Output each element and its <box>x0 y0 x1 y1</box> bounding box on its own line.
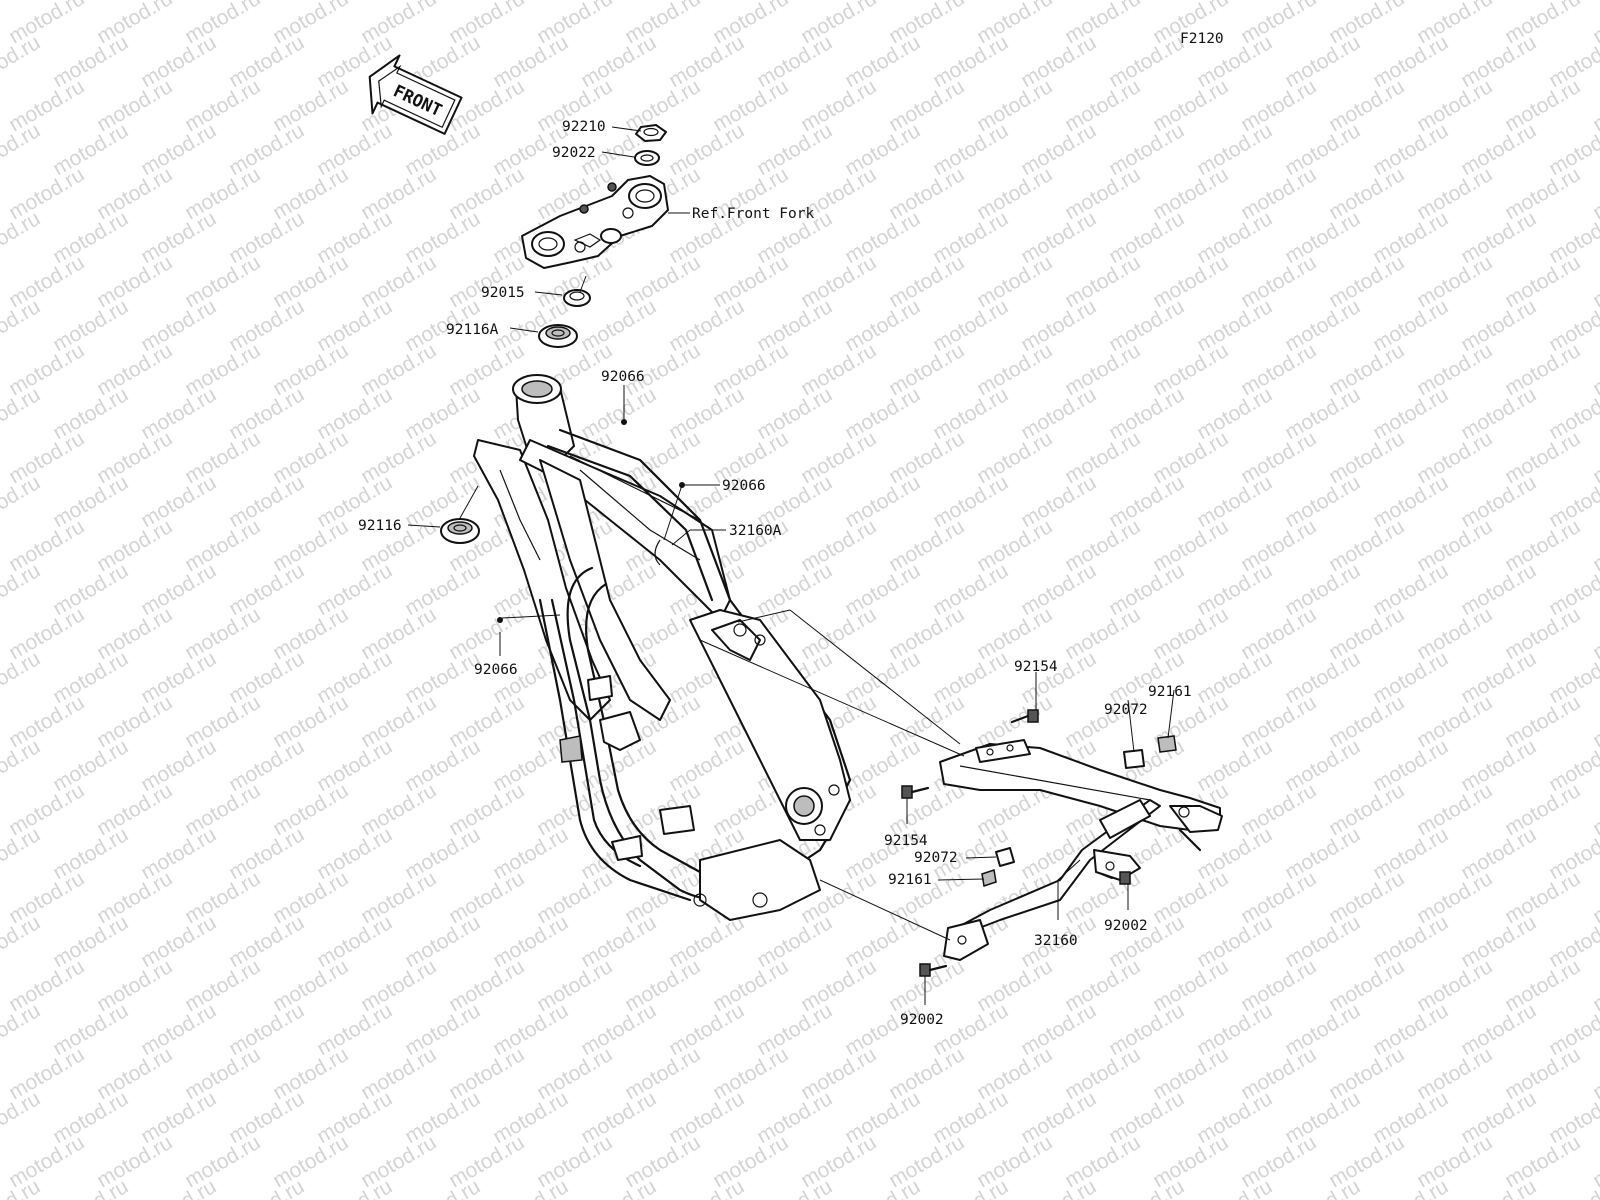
watermark-text: motod.ru <box>0 295 44 356</box>
watermark-text: motod.ru <box>1589 779 1600 840</box>
upper-bearing <box>538 324 578 348</box>
label-ref-front-fork: Ref.Front Fork <box>692 206 814 222</box>
watermark-text: motod.ru <box>1589 515 1600 576</box>
watermark-text: motod.ru <box>929 1175 1012 1200</box>
watermark-text: motod.ru <box>1589 427 1600 488</box>
label-92154-bottom: 92154 <box>884 833 928 849</box>
watermark-text: motod.ru <box>1281 1175 1364 1200</box>
watermark-text: motod.ru <box>1105 1175 1188 1200</box>
bolt-92154-bottom <box>901 785 930 799</box>
washer <box>634 150 660 166</box>
label-32160A: 32160A <box>729 523 782 539</box>
watermark-text: motod.ru <box>0 823 44 884</box>
label-92161-bottom: 92161 <box>888 872 932 888</box>
label-92072-bottom: 92072 <box>914 850 958 866</box>
steering-stem-nut <box>635 124 667 142</box>
main-frame <box>473 374 852 921</box>
part-labels: 92210 92022 Ref.Front Fork 92015 92116A … <box>358 119 1192 1028</box>
watermark-text: motod.ru <box>1589 691 1600 752</box>
watermark-text: motod.ru <box>753 1175 836 1200</box>
watermark-text: motod.ru <box>0 383 44 444</box>
label-32160: 32160 <box>1034 933 1078 949</box>
watermark-text: motod.ru <box>489 1175 572 1200</box>
label-92002-right: 92002 <box>1104 918 1148 934</box>
label-92015: 92015 <box>481 285 525 301</box>
stem-nut <box>563 289 591 307</box>
watermark-text: motod.ru <box>0 999 44 1060</box>
label-92066-top: 92066 <box>601 369 645 385</box>
watermark-text: motod.ru <box>1457 1175 1540 1200</box>
watermark-text: motod.ru <box>0 647 44 708</box>
label-92116A: 92116A <box>446 322 499 338</box>
assembly-lines <box>699 609 965 941</box>
watermark-text: motod.ru <box>1589 75 1600 136</box>
cushion-92161-bottom <box>981 869 997 887</box>
lower-bearing <box>440 518 480 544</box>
watermark-text: motod.ru <box>577 1175 660 1200</box>
watermark-text: motod.ru <box>841 1175 924 1200</box>
watermark-text: motod.ru <box>49 1175 132 1200</box>
watermark-text: motod.ru <box>225 1175 308 1200</box>
cushion-92072-top <box>1123 749 1145 769</box>
label-92210: 92210 <box>562 119 606 135</box>
diagram-code: F2120 <box>1180 31 1224 47</box>
watermark-text: motod.ru <box>1369 1175 1452 1200</box>
watermark-text: motod.ru <box>1589 867 1600 928</box>
watermark-text: motod.ru <box>1589 603 1600 664</box>
cushion-92072-bottom <box>995 847 1015 867</box>
watermark-text: motod.ru <box>665 1175 748 1200</box>
watermark-text: motod.ru <box>1589 251 1600 312</box>
watermark-text: motod.ru <box>1589 339 1600 400</box>
upper-triple-clamp <box>521 175 669 269</box>
watermark-text: motod.ru <box>1589 955 1600 1016</box>
watermark-text: motod.ru <box>137 1175 220 1200</box>
watermark-text: motod.ru <box>0 0 44 4</box>
watermark-text: motod.ru <box>1589 0 1600 48</box>
label-92161-top: 92161 <box>1148 684 1192 700</box>
watermark-text: motod.ru <box>1589 1131 1600 1192</box>
watermark-text: motod.ru <box>0 735 44 796</box>
watermark-text: motod.ru <box>401 1175 484 1200</box>
label-92116: 92116 <box>358 518 402 534</box>
watermark-text: motod.ru <box>0 911 44 972</box>
watermark-text: motod.ru <box>313 1175 396 1200</box>
watermark-text: motod.ru <box>0 119 44 180</box>
watermark-text: motod.ru <box>0 31 44 92</box>
watermark-text: motod.ru <box>0 1087 44 1148</box>
watermark-text: motod.ru <box>1589 163 1600 224</box>
label-92022: 92022 <box>552 145 596 161</box>
cushion-92161-top <box>1157 735 1177 753</box>
label-92072-top: 92072 <box>1104 702 1148 718</box>
rear-subframe <box>939 739 1223 961</box>
watermark-text: motod.ru <box>0 471 44 532</box>
watermark-text: motod.ru <box>1589 1043 1600 1104</box>
label-92154-top: 92154 <box>1014 659 1058 675</box>
leaders <box>407 126 1175 1005</box>
label-92002-bottom: 92002 <box>900 1012 944 1028</box>
bolt-92002-right <box>1100 871 1131 885</box>
watermark-text: motod.ru <box>0 207 44 268</box>
bolt-92154-top <box>1010 709 1039 724</box>
watermark-text: motod.ru <box>1193 1175 1276 1200</box>
label-92066-left: 92066 <box>474 662 518 678</box>
watermark-text: motod.ru <box>0 559 44 620</box>
label-92066-mid: 92066 <box>722 478 766 494</box>
watermark-text: motod.ru <box>1017 1175 1100 1200</box>
